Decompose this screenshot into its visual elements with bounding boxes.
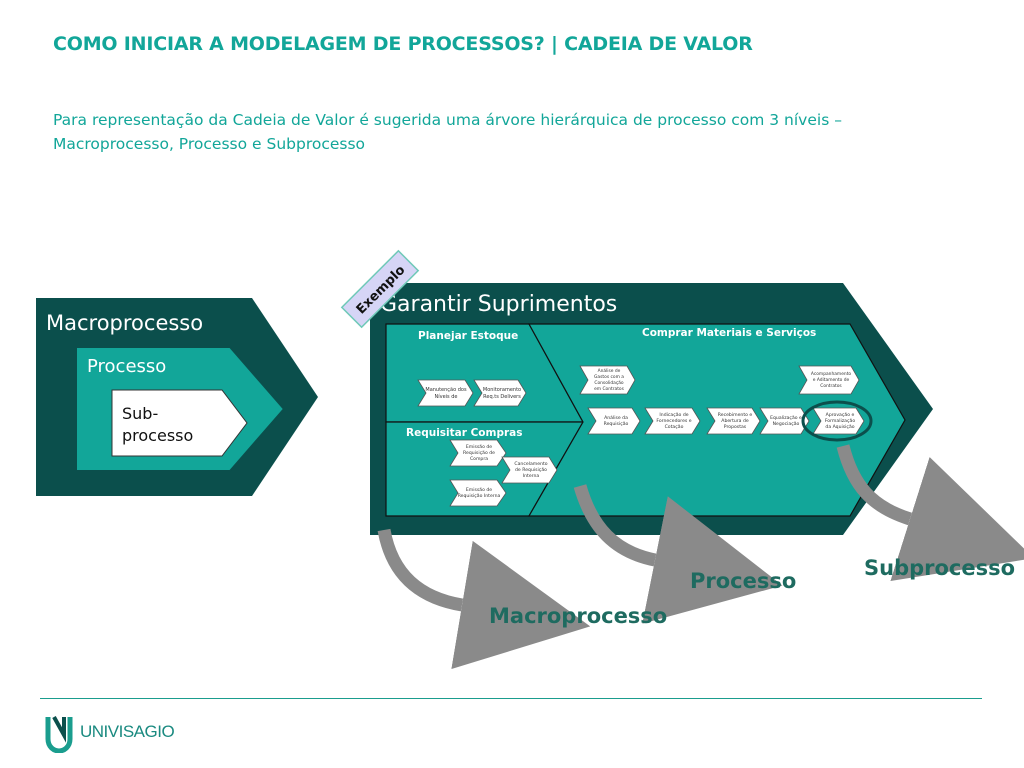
svg-text:Contratos: Contratos [820, 383, 842, 389]
svg-text:Análise de: Análise de [598, 367, 621, 374]
svg-text:Emissão de: Emissão de [466, 444, 492, 450]
svg-text:Requisição: Requisição [604, 421, 629, 427]
svg-text:Monitoramento: Monitoramento [483, 387, 521, 393]
page-title: COMO INICIAR A MODELAGEM DE PROCESSOS? |… [53, 33, 753, 55]
univisagio-logo-icon [45, 716, 73, 753]
legend-macroprocess-label: Macroprocesso [46, 311, 203, 335]
comprar-materiais-title: Comprar Materiais e Serviços [642, 327, 816, 339]
svg-text:Compra: Compra [470, 456, 488, 462]
footer-divider [40, 698, 982, 699]
comprar-row-item-5: Aprovação e Formalização da Aquisição [812, 407, 865, 435]
svg-text:Req.ts Delivers: Req.ts Delivers [483, 394, 521, 400]
planejar-item-2: Monitoramento Req.ts Delivers [473, 379, 527, 407]
hierarchy-legend: Macroprocesso Processo Sub- processo [36, 298, 318, 496]
requisitar-compras-title: Requisitar Compras [406, 427, 522, 439]
legend-subprocess-shape [111, 389, 248, 457]
svg-text:Cancelamento: Cancelamento [514, 461, 547, 467]
svg-text:Interna: Interna [523, 473, 540, 479]
planejar-estoque-title: Planejar Estoque [418, 330, 518, 342]
svg-text:Abertura de: Abertura de [721, 418, 749, 424]
requisitar-item-2: Cancelamento de Requisição Interna [501, 456, 558, 484]
svg-text:de Requisição: de Requisição [515, 467, 547, 473]
svg-text:Equalização e: Equalização e [770, 415, 802, 421]
comprar-top-item-1: Análise de Gastos com a Consolidação em … [579, 365, 636, 395]
process-callout-label: Processo [690, 569, 796, 593]
svg-text:Cotação: Cotação [665, 424, 684, 430]
svg-text:Requisição de: Requisição de [463, 450, 495, 456]
legend-subprocess-label-1: Sub- [122, 404, 158, 423]
svg-text:Fornecedores e: Fornecedores e [656, 418, 691, 424]
page-subtitle: Para representação da Cadeia de Valor é … [53, 111, 842, 153]
comprar-row-item-2: Indicação de Fornecedores e Cotação [644, 407, 701, 435]
svg-text:Acompanhamento: Acompanhamento [811, 371, 852, 377]
subprocess-callout-label: Subprocesso [864, 556, 1015, 580]
svg-text:Negociação: Negociação [773, 421, 800, 427]
svg-text:Consolidação: Consolidação [594, 380, 624, 386]
legend-process-label: Processo [87, 356, 166, 377]
svg-text:Formalização: Formalização [825, 418, 856, 424]
svg-text:em Contratos: em Contratos [594, 386, 625, 392]
svg-text:Requisição Interna: Requisição Interna [458, 493, 501, 499]
comprar-row-item-3: Recebimento e Abertura de Propostas [706, 407, 761, 435]
planejar-item-1: Manutenção dos Níveis de [417, 379, 474, 407]
svg-text:Emissão de: Emissão de [466, 487, 492, 493]
svg-text:Manutenção dos: Manutenção dos [425, 387, 467, 393]
svg-text:Recebimento e: Recebimento e [718, 412, 753, 418]
requisitar-item-1: Emissão de Requisição de Compra [449, 439, 507, 467]
example-macroprocess: Garantir Suprimentos Planejar Estoque Re… [370, 283, 933, 535]
svg-text:Propostas: Propostas [724, 424, 747, 430]
process-callout-arrow [573, 484, 783, 624]
svg-text:Indicação de: Indicação de [659, 412, 688, 418]
comprar-top-item-2: Acompanhamento e Aditamento de Contratos [798, 365, 860, 395]
comprar-row-item-1: Análise da Requisição [587, 407, 641, 435]
subprocess-callout-arrow [836, 444, 1024, 581]
comprar-row-item-4: Equalização e Negociação [759, 407, 810, 435]
requisitar-item-3: Emissão de Requisição Interna [449, 479, 507, 507]
svg-text:Gastos com a: Gastos com a [594, 374, 624, 380]
svg-text:Níveis de: Níveis de [435, 393, 458, 400]
macroprocess-callout-label: Macroprocesso [489, 604, 667, 628]
highlight-ring [801, 400, 873, 442]
svg-text:Análise da: Análise da [604, 414, 628, 421]
example-macroprocess-title: Garantir Suprimentos [380, 292, 617, 317]
svg-text:da Aquisição: da Aquisição [825, 424, 854, 430]
svg-text:e Aditamento de: e Aditamento de [813, 377, 850, 383]
legend-subprocess-label-2: processo [122, 426, 193, 445]
brand-name: UNIVISAGIO [80, 722, 175, 741]
macroprocess-callout-arrow [377, 528, 591, 670]
svg-text:Aprovação e: Aprovação e [826, 412, 855, 418]
